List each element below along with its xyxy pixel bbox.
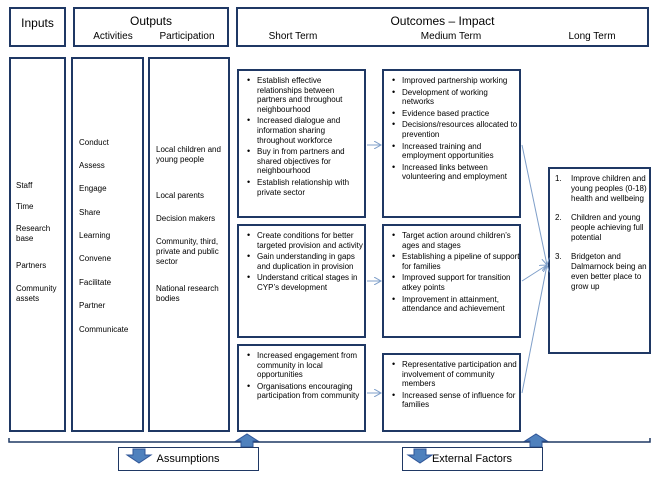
activities-subtitle: Activities	[93, 31, 133, 42]
long-term-item: 1. Improve children and young peoples (0-…	[555, 174, 647, 204]
inputs-title: Inputs	[21, 16, 54, 30]
short-term-list-3: Increased engagement from community in l…	[243, 351, 365, 401]
long-term-number: 1.	[555, 174, 562, 183]
medium-term-subtitle: Medium Term	[420, 31, 482, 42]
activity-item: Share	[79, 208, 101, 217]
medium-term-box-3: Representative participation and involve…	[382, 353, 521, 432]
outcomes-title: Outcomes – Impact	[390, 14, 495, 28]
medium-term-item: Increased links between volunteering and…	[392, 163, 520, 182]
input-item: Time	[16, 202, 34, 211]
participation-subtitle: Participation	[159, 31, 215, 42]
activity-item: Convene	[79, 254, 112, 263]
participation-item: Local children and young people	[156, 145, 221, 164]
long-term-number: 2.	[555, 213, 562, 222]
outcomes-header-box: Outcomes – Impact Short Term Medium Term…	[236, 7, 649, 47]
long-term-subtitle: Long Term	[568, 31, 616, 42]
inputs-box: Staff Time Research base Partners Commun…	[9, 57, 66, 432]
medium-term-list-1: Improved partnership working Development…	[388, 76, 520, 182]
connector-arrow	[521, 144, 547, 265]
short-term-item: Increased engagement from community in l…	[247, 351, 365, 380]
long-term-item: 3. Bridgeton and Dalmarnock being an even…	[555, 252, 647, 292]
medium-term-item: Increased training and employment opport…	[392, 142, 520, 161]
activity-item: Partner	[79, 301, 106, 310]
activity-item: Conduct	[79, 138, 109, 147]
short-term-item: Establish relationship with private sect…	[247, 178, 365, 197]
medium-term-item: Target action around children’s ages and…	[392, 231, 520, 250]
assumptions-up-arrow	[234, 433, 260, 448]
long-term-item: 2. Children and young people achieving fu…	[555, 213, 647, 243]
external-up-arrow	[523, 433, 549, 448]
long-term-number: 3.	[555, 252, 562, 261]
participation-item: National research bodies	[156, 284, 219, 303]
external-down-arrow	[406, 448, 434, 464]
medium-term-item: Development of working networks	[392, 88, 520, 107]
long-term-list: 1. Improve children and young peoples (0-…	[555, 174, 647, 301]
activity-item: Facilitate	[79, 278, 112, 287]
long-term-text: Bridgeton and Dalmarnock being an even b…	[571, 252, 647, 291]
medium-term-item: Representative participation and involve…	[392, 360, 520, 389]
input-item: Research base	[16, 224, 51, 243]
medium-term-item: Increased sense of influence for familie…	[392, 391, 520, 410]
activity-item: Assess	[79, 161, 105, 170]
medium-term-item: Decisions/resources allocated to prevent…	[392, 120, 520, 139]
medium-term-box-2: Target action around children’s ages and…	[382, 224, 521, 338]
bottom-bracket	[8, 438, 651, 443]
short-term-item: Buy in from partners and shared objectiv…	[247, 147, 365, 176]
short-term-list-2: Create conditions for better targeted pr…	[243, 231, 365, 293]
short-term-item: Gain understanding in gaps and duplicati…	[247, 252, 365, 271]
inputs-header-box: Inputs	[9, 7, 66, 47]
connector-arrow	[521, 265, 547, 394]
medium-term-list-3: Representative participation and involve…	[388, 360, 520, 410]
short-term-item: Organisations encouraging participation …	[247, 382, 365, 401]
participation-item: Decision makers	[156, 214, 216, 223]
participation-item: Community, third, private and public sec…	[156, 237, 219, 266]
input-item: Community assets	[16, 284, 57, 303]
short-term-list-1: Establish effective relationships betwee…	[243, 76, 365, 197]
medium-term-item: Establishing a pipeline of support for f…	[392, 252, 520, 271]
input-item: Staff	[16, 181, 33, 190]
short-term-box-2: Create conditions for better targeted pr…	[237, 224, 366, 338]
long-term-text: Improve children and young peoples (0-18…	[571, 174, 647, 203]
short-term-item: Establish effective relationships betwee…	[247, 76, 365, 114]
medium-term-item: Improved partnership working	[392, 76, 520, 86]
short-term-subtitle: Short Term	[268, 31, 318, 42]
participation-box: Local children and young people Local pa…	[148, 57, 230, 432]
assumptions-down-arrow	[125, 448, 153, 464]
long-term-text: Children and young people achieving full…	[571, 213, 644, 242]
short-term-item: Increased dialogue and information shari…	[247, 116, 365, 145]
input-item: Partners	[16, 261, 47, 270]
activity-item: Learning	[79, 231, 111, 240]
outputs-title: Outputs	[129, 14, 173, 28]
medium-term-item: Improvement in attainment, attendance an…	[392, 295, 520, 314]
activity-item: Engage	[79, 184, 107, 193]
activities-box: Conduct Assess Engage Share Learning Con…	[71, 57, 144, 432]
participation-item: Local parents	[156, 191, 205, 200]
activity-item: Communicate	[79, 325, 129, 334]
outputs-header-box: Outputs Activities Participation	[73, 7, 229, 47]
short-term-box-1: Establish effective relationships betwee…	[237, 69, 366, 218]
medium-term-list-2: Target action around children’s ages and…	[388, 231, 520, 314]
external-factors-label: External Factors	[431, 453, 513, 465]
short-term-item: Understand critical stages in CYP’s deve…	[247, 273, 365, 292]
medium-term-box-1: Improved partnership working Development…	[382, 69, 521, 218]
short-term-item: Create conditions for better targeted pr…	[247, 231, 365, 250]
short-term-box-3: Increased engagement from community in l…	[237, 344, 366, 432]
assumptions-label: Assumptions	[156, 453, 220, 465]
medium-term-item: Improved support for transition atkey po…	[392, 273, 520, 292]
medium-term-item: Evidence based practice	[392, 109, 520, 119]
